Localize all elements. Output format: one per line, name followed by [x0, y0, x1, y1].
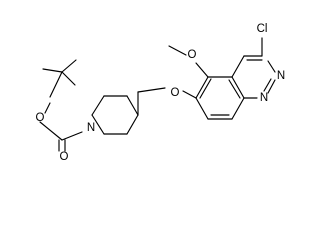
bond: [61, 131, 83, 141]
ring-nitrogen-top-label: N: [277, 70, 285, 82]
bond: [267, 60, 276, 73]
carbonyl-oxygen-label: O: [60, 151, 69, 163]
bond: [228, 79, 241, 99]
bond: [49, 71, 63, 98]
methoxy-oxygen-label: O: [188, 49, 197, 61]
molecule-drawing: Cl N N O O N O O: [36, 23, 286, 163]
bond: [195, 76, 209, 99]
bond: [182, 90, 197, 99]
bond: [39, 121, 63, 141]
bond: [137, 87, 166, 93]
bond: [126, 114, 139, 135]
bond: [168, 45, 187, 56]
bond: [42, 68, 63, 73]
chlorine-label: Cl: [257, 23, 268, 35]
bond: [61, 59, 77, 73]
ether-oxygen-label: O: [171, 87, 180, 99]
structure-diagram: Cl N N O O N O O: [36, 23, 286, 163]
bond: [231, 97, 245, 120]
bond: [199, 78, 212, 99]
bond: [91, 114, 105, 135]
bond: [195, 97, 209, 120]
bond: [231, 76, 245, 99]
piperidine-nitrogen-label: N: [87, 122, 95, 134]
bond: [61, 71, 76, 86]
bond: [263, 78, 272, 92]
ring-nitrogen-bottom-label: N: [260, 92, 268, 104]
bond: [44, 102, 51, 114]
bond: [231, 55, 245, 78]
bond: [126, 95, 139, 116]
bond: [195, 62, 209, 78]
ester-oxygen-label: O: [36, 112, 45, 124]
bond: [91, 95, 105, 116]
bond: [267, 79, 276, 94]
